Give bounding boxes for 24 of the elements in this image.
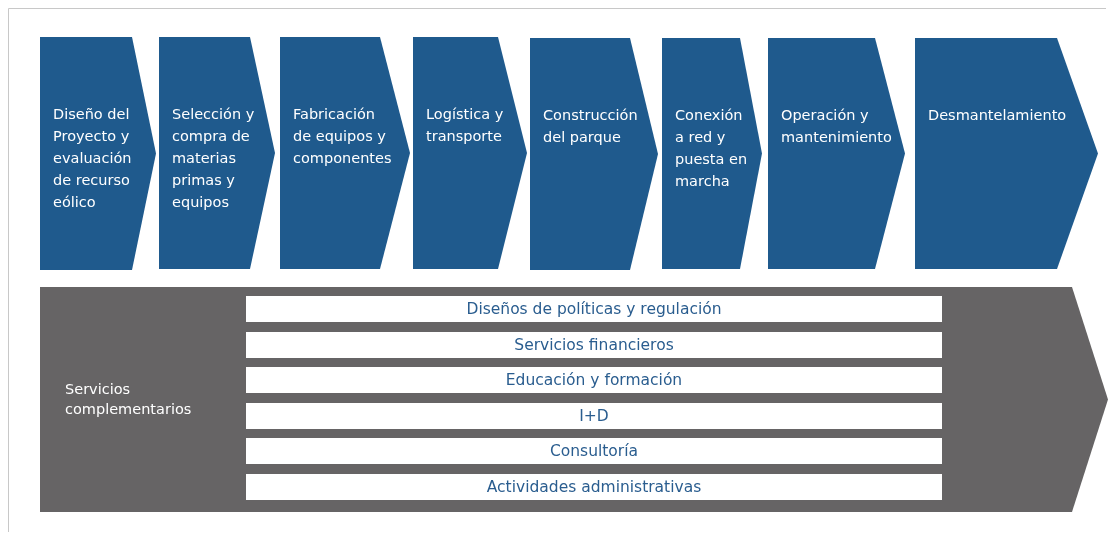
process-step <box>915 38 1098 269</box>
process-step <box>40 37 156 270</box>
process-step <box>413 37 527 269</box>
service-bar: Consultoría <box>246 438 942 464</box>
process-step <box>159 37 275 269</box>
service-bar: Servicios financieros <box>246 332 942 358</box>
process-step <box>280 37 410 269</box>
service-bar: Diseños de políticas y regulación <box>246 296 942 322</box>
band-label: Servicios complementarios <box>65 380 193 419</box>
step-label: Operación y mantenimiento <box>781 106 889 147</box>
service-bar: Educación y formación <box>246 367 942 393</box>
process-step <box>530 38 658 270</box>
service-bar: I+D <box>246 403 942 429</box>
step-label: Fabricación de equipos y componentes <box>293 105 393 168</box>
step-label: Conexión a red y puesta en marcha <box>675 106 749 191</box>
step-label: Construcción del parque <box>543 106 639 147</box>
process-step <box>662 38 762 269</box>
step-label: Logística y transporte <box>426 105 505 146</box>
services-band <box>40 287 1108 512</box>
step-label: Diseño del Proyecto y evaluación de recurso eólico <box>53 105 133 212</box>
process-step <box>768 38 905 269</box>
step-label: Selección y compra de materias primas y equipos <box>172 105 256 212</box>
service-bar: Actividades administrativas <box>246 474 942 500</box>
step-label: Desmantelamiento <box>928 106 1068 125</box>
